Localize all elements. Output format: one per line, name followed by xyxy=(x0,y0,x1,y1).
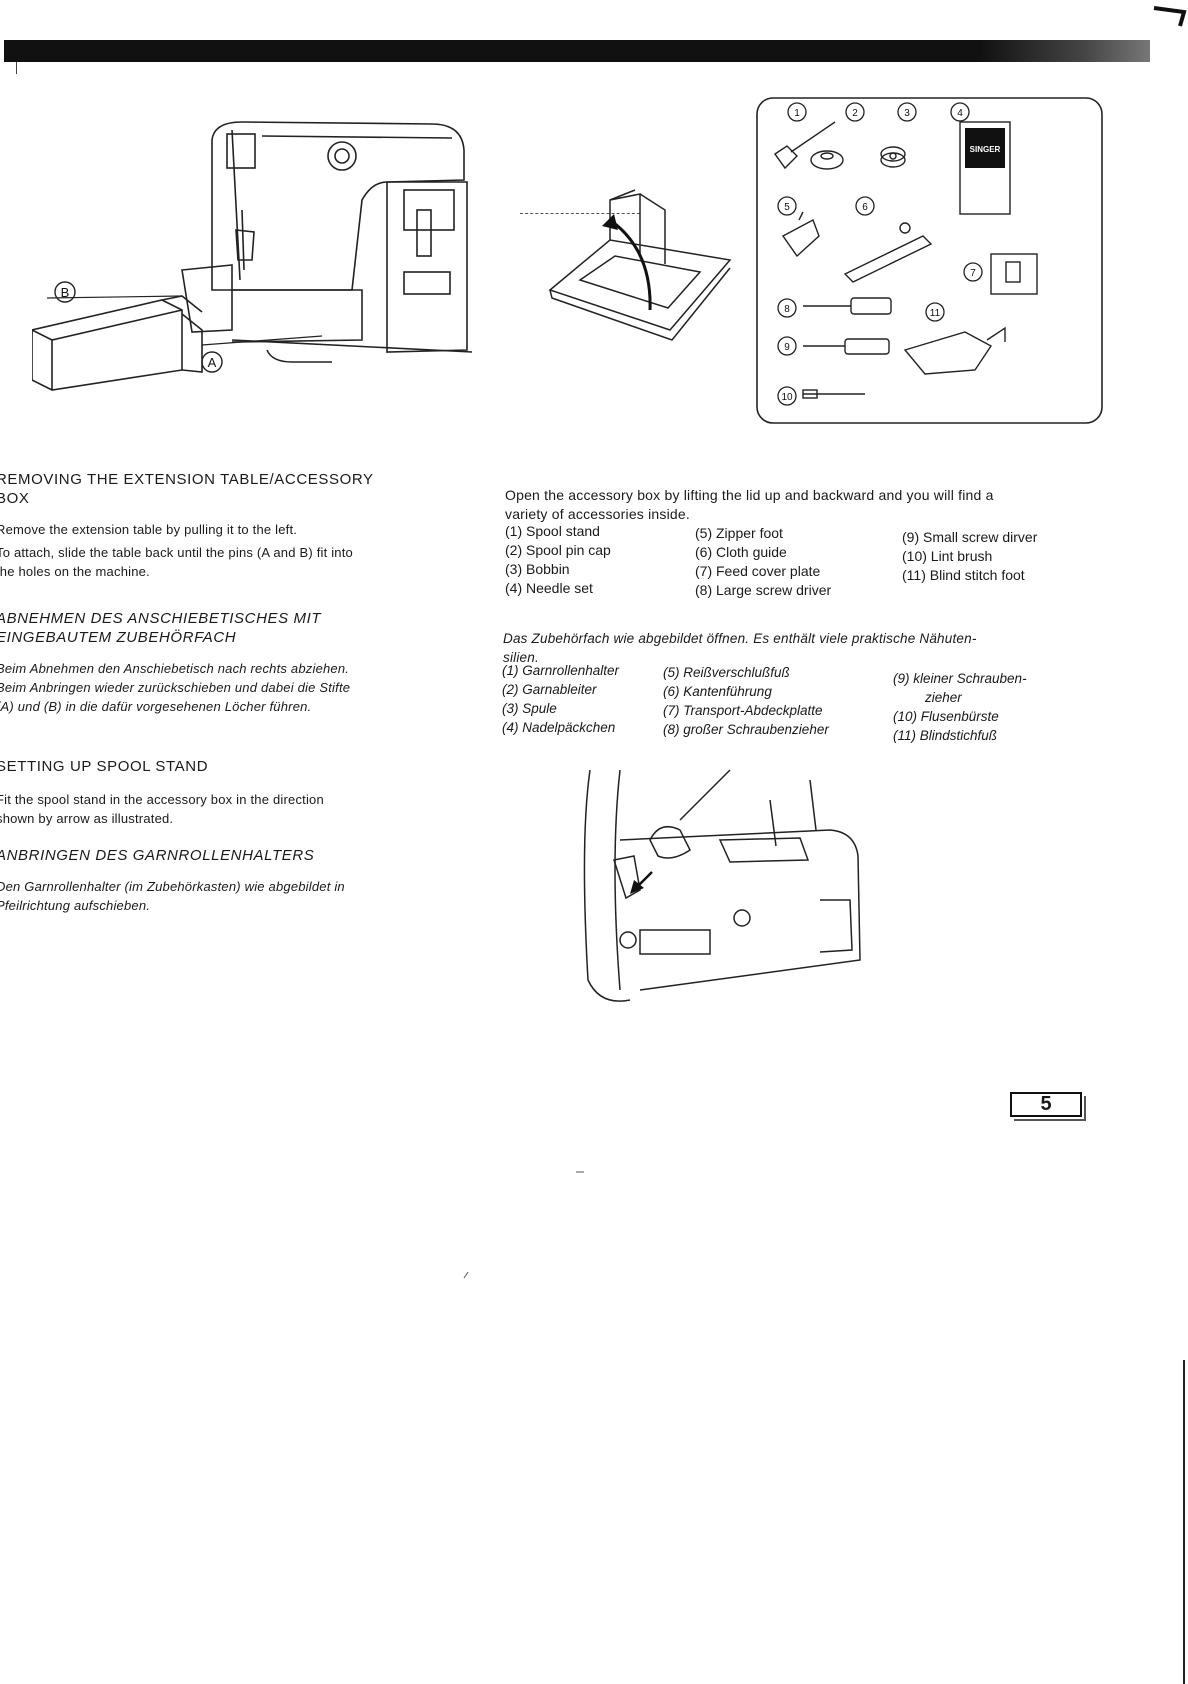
accessory-item: (9) Small screw dirver xyxy=(902,529,1038,545)
accessory-list-col1: (1) Spool stand (2) Spool pin cap (3) Bo… xyxy=(505,522,611,598)
accessory-item: (2) Spool pin cap xyxy=(505,542,611,558)
removing-de-line1: Beim Abnehmen den Anschiebetisch nach re… xyxy=(0,661,350,676)
spool-line1: Fit the spool stand in the accessory box… xyxy=(0,792,324,807)
accessory-intro-line1: Open the accessory box by lifting the li… xyxy=(505,487,994,503)
accessory-de-item: (2) Garnableiter xyxy=(502,682,597,697)
removing-para2-line2: the holes on the machine. xyxy=(0,564,150,579)
acc-num-9: 9 xyxy=(784,342,790,353)
removing-para1: Remove the extension table by pulling it… xyxy=(0,522,298,537)
right-margin-rule xyxy=(1183,1360,1185,1684)
header-bar-fade xyxy=(980,40,1150,62)
acc-num-7: 7 xyxy=(970,268,976,279)
accessory-item: (11) Blind stitch foot xyxy=(902,567,1025,583)
corner-mark-icon xyxy=(1153,6,1187,27)
accessory-de-intro-line2: silien. xyxy=(503,650,539,665)
page-number: 5 xyxy=(1010,1092,1082,1117)
accessory-item: (5) Zipper foot xyxy=(695,525,783,541)
removing-de-title-line1: ABNEHMEN DES ANSCHIEBETISCHES MIT xyxy=(0,610,322,627)
removing-de-line2: Beim Anbringen wieder zurückschieben und… xyxy=(0,680,351,695)
accessory-item: (1) Spool stand xyxy=(505,523,600,539)
header-bar xyxy=(4,40,1150,62)
accessory-de-item: (3) Spule xyxy=(502,701,557,716)
removing-title-line2: BOX xyxy=(0,490,30,507)
removing-de-title-line2: EINGEBAUTEM ZUBEHÖRFACH xyxy=(0,629,237,646)
spool-de-line2: Pfeilrichtung aufschieben. xyxy=(0,898,151,913)
removing-de-line3: (A) und (B) in die dafür vorgesehenen Lö… xyxy=(0,699,312,714)
page-number-shadow xyxy=(1014,1096,1086,1121)
acc-num-6: 6 xyxy=(862,202,868,213)
accessory-de-col2: (5) Reißverschlußfuß (6) Kantenführung (… xyxy=(663,663,829,739)
pin-a-label: A xyxy=(208,355,217,370)
stray-mark xyxy=(576,1171,584,1173)
spool-line2: shown by arrow as illustrated. xyxy=(0,811,174,826)
spool-title: SETTING UP SPOOL STAND xyxy=(0,758,209,775)
accessory-de-item: (8) großer Schraubenzieher xyxy=(663,722,829,737)
spool-stand-illustration xyxy=(583,769,861,1002)
accessory-item: (10) Lint brush xyxy=(902,548,993,564)
accessory-parts-illustration: 1 2 3 4 5 6 7 8 9 10 11 SINGER xyxy=(756,97,1103,424)
accessory-de-intro-line1: Das Zubehörfach wie abgebildet öffnen. E… xyxy=(503,631,977,646)
accessory-de-intro: Das Zubehörfach wie abgebildet öffnen. E… xyxy=(503,629,1113,667)
acc-num-3: 3 xyxy=(904,108,910,119)
spool-de-title: ANBRINGEN DES GARNROLLENHALTERS xyxy=(0,847,315,864)
acc-num-1: 1 xyxy=(794,108,800,119)
stray-mark xyxy=(463,1271,469,1279)
sewing-machine-illustration: B A xyxy=(32,121,473,391)
leader-line xyxy=(520,213,640,214)
acc-num-8: 8 xyxy=(784,304,790,315)
accessory-item: (4) Needle set xyxy=(505,580,593,596)
acc-num-2: 2 xyxy=(852,108,858,119)
accessory-de-col1: (1) Garnrollenhalter (2) Garnableiter (3… xyxy=(502,661,619,737)
acc-num-10: 10 xyxy=(781,392,793,403)
accessory-intro: Open the accessory box by lifting the li… xyxy=(505,486,1105,524)
accessory-de-item: (7) Transport-Abdeckplatte xyxy=(663,703,823,718)
removing-para2-line1: To attach, slide the table back until th… xyxy=(0,545,353,560)
accessory-list-col2: (5) Zipper foot (6) Cloth guide (7) Feed… xyxy=(695,524,831,600)
accessory-item: (3) Bobbin xyxy=(505,561,570,577)
accessory-intro-line2: variety of accessories inside. xyxy=(505,506,690,522)
accessory-de-col3: (9) kleiner Schrauben- zieher (10) Fluse… xyxy=(893,669,1027,745)
accessory-item: (6) Cloth guide xyxy=(695,544,787,560)
accessory-de-item: (4) Nadelpäckchen xyxy=(502,720,616,735)
accessory-list-col3: (9) Small screw dirver (10) Lint brush (… xyxy=(902,528,1037,585)
accessory-item: (8) Large screw driver xyxy=(695,582,832,598)
pin-b-label: B xyxy=(61,285,70,300)
margin-tick xyxy=(16,62,17,74)
section-removing: REMOVING THE EXTENSION TABLE/ACCESSORY B… xyxy=(0,470,470,716)
accessory-item: (7) Feed cover plate xyxy=(695,563,821,579)
spool-de-line1: Den Garnrollenhalter (im Zubehörkasten) … xyxy=(0,879,345,894)
singer-brand-text: SINGER xyxy=(970,145,1001,154)
accessory-de-item: zieher xyxy=(925,690,962,705)
accessory-de-item: (1) Garnrollenhalter xyxy=(502,663,620,678)
acc-num-11: 11 xyxy=(930,308,941,319)
accessory-de-item: (6) Kantenführung xyxy=(663,684,772,699)
section-spool-stand: SETTING UP SPOOL STAND Fit the spool sta… xyxy=(0,757,470,915)
acc-num-5: 5 xyxy=(784,202,790,213)
accessory-de-item: (11) Blindstichfuß xyxy=(893,728,998,743)
removing-title-line1: REMOVING THE EXTENSION TABLE/ACCESSORY xyxy=(0,471,374,488)
acc-num-4: 4 xyxy=(957,108,963,119)
accessory-de-item: (5) Reißverschlußfuß xyxy=(663,665,790,680)
accessory-box-illustration xyxy=(548,189,732,341)
accessory-de-item: (10) Flusenbürste xyxy=(893,709,999,724)
accessory-de-item: (9) kleiner Schrauben- xyxy=(893,671,1027,686)
